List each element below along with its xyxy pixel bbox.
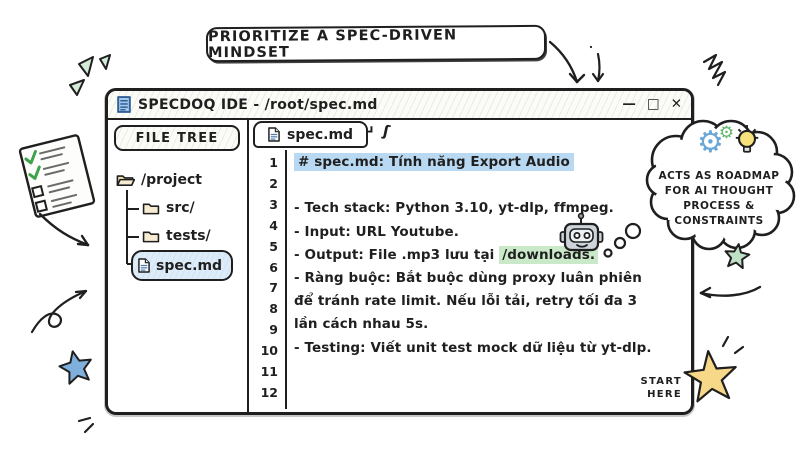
tree-item-src[interactable]: src/ xyxy=(142,196,195,220)
line-number: 9 xyxy=(269,322,278,338)
line-number: 6 xyxy=(269,259,278,275)
cloud-caption-line: PROCESS & xyxy=(683,200,755,212)
line-number: 10 xyxy=(260,343,278,359)
tree-item-label: spec.md xyxy=(156,257,223,274)
tab-label: spec.md xyxy=(287,126,354,143)
code-line-tech-stack[interactable]: - Tech stack: Python 3.10, yt-dlp, ffmpe… xyxy=(294,200,614,217)
tree-item-spec-md-selected[interactable]: spec.md xyxy=(131,250,234,281)
file-icon xyxy=(138,258,150,273)
close-icon[interactable]: ✕ xyxy=(670,95,682,112)
code-area[interactable]: # spec.md: Tính năng Export Audio - Tech… xyxy=(294,151,689,360)
green-star xyxy=(724,243,751,270)
code-line-constraint-1[interactable]: - Ràng buộc: Bắt buộc dùng proxy luân ph… xyxy=(294,270,642,286)
file-tree-header: FILE TREE xyxy=(114,125,240,151)
minimize-icon[interactable]: — xyxy=(622,95,636,112)
emphasis-dashes xyxy=(77,416,95,434)
start-here-line1: START xyxy=(640,376,682,387)
code-line-testing[interactable]: - Testing: Viết unit test mock dữ liệu t… xyxy=(294,339,652,356)
folder-icon xyxy=(142,203,160,214)
cloud-caption-line: ACTS AS ROADMAP xyxy=(658,170,780,182)
zigzag-squiggle xyxy=(702,53,727,87)
start-here-label: START HERE xyxy=(640,375,682,401)
app-icon xyxy=(117,96,131,113)
banner-text: PRIORITIZE A SPEC-DRIVEN MINDSET xyxy=(207,26,458,61)
tree-item-project[interactable]: /project xyxy=(116,168,202,192)
checklist-icon xyxy=(18,134,96,218)
folder-icon xyxy=(142,231,160,242)
arrow-into-window-right xyxy=(699,285,762,299)
lightbulb-icon xyxy=(735,125,759,153)
file-tree-panel: FILE TREE /project xyxy=(108,120,249,412)
gear-icon-small: ⚙ xyxy=(718,123,735,143)
editor-pane: spec.md ↵ ʃ 1 2 3 4 5 6 7 8 9 10 xyxy=(249,120,691,412)
code-line-input[interactable]: - Input: URL Youtube. xyxy=(294,223,459,240)
line-number: 7 xyxy=(269,280,278,296)
line-number: 11 xyxy=(260,364,278,380)
emphasis-ticks xyxy=(721,335,745,355)
ide-window: SPECDOQ IDE - /root/spec.md — □ ✕ FILE T… xyxy=(105,88,694,415)
line-number: 8 xyxy=(269,301,278,317)
heading-highlight: # spec.md: Tính năng Export Audio xyxy=(294,153,574,171)
line-number-gutter: 1 2 3 4 5 6 7 8 9 10 11 12 xyxy=(249,153,278,404)
line-number: 3 xyxy=(269,196,278,212)
start-here-line2: HERE xyxy=(647,389,682,400)
banner-arrow-curved xyxy=(548,40,586,84)
window-title: SPECDOQ IDE - /root/spec.md xyxy=(138,96,378,113)
tree-item-label: /project xyxy=(141,172,202,188)
tree-item-label: tests/ xyxy=(166,228,211,244)
code-line-constraint-3[interactable]: lần cách nhau 5s. xyxy=(294,316,429,333)
tree-connector xyxy=(126,190,128,264)
downloads-highlight: /downloads. xyxy=(499,245,599,264)
maximize-icon[interactable]: □ xyxy=(646,95,660,112)
cloud-caption: ACTS AS ROADMAP FOR AI THOUGHT PROCESS &… xyxy=(652,169,786,229)
blue-star xyxy=(58,350,92,385)
line-number: 4 xyxy=(269,217,278,233)
gutter-separator xyxy=(285,150,287,409)
line-number: 12 xyxy=(260,384,278,400)
sparkle-triangles xyxy=(69,54,111,96)
line-number: 2 xyxy=(269,175,278,191)
cloud-icon-cluster: ⚙ ⚙ xyxy=(697,124,760,158)
code-line-output[interactable]: - Output: File .mp3 lưu tại /downloads. xyxy=(294,244,689,267)
line-number: 5 xyxy=(269,238,278,254)
folder-open-icon xyxy=(116,175,135,187)
code-line-heading[interactable]: # spec.md: Tính năng Export Audio xyxy=(294,151,689,174)
file-icon xyxy=(268,127,280,142)
code-line-constraint-2[interactable]: để tránh rate limit. Nếu lỗi tải, retry … xyxy=(294,293,638,310)
cloud-caption-line: CONSTRAINTS xyxy=(674,215,764,227)
output-text: - Output: File .mp3 lưu tại xyxy=(294,246,500,263)
tree-connector xyxy=(127,208,139,210)
cloud-caption-line: FOR AI THOUGHT xyxy=(664,185,774,197)
code-line-blank[interactable] xyxy=(294,174,689,197)
line-number: 1 xyxy=(269,155,278,170)
tree-item-label: src/ xyxy=(166,200,195,216)
loop-arrow xyxy=(30,289,88,334)
tree-item-tests[interactable]: tests/ xyxy=(142,224,211,248)
title-bar[interactable]: SPECDOQ IDE - /root/spec.md — □ ✕ xyxy=(108,91,691,120)
tree-connector xyxy=(127,236,139,238)
arrow-to-window-left xyxy=(38,212,90,247)
tab-spec-md[interactable]: spec.md xyxy=(253,121,369,148)
squiggle-icon: ʃ xyxy=(381,121,392,141)
banner-bubble: PRIORITIZE A SPEC-DRIVEN MINDSET xyxy=(205,24,547,63)
banner-arrow-small xyxy=(589,45,605,83)
